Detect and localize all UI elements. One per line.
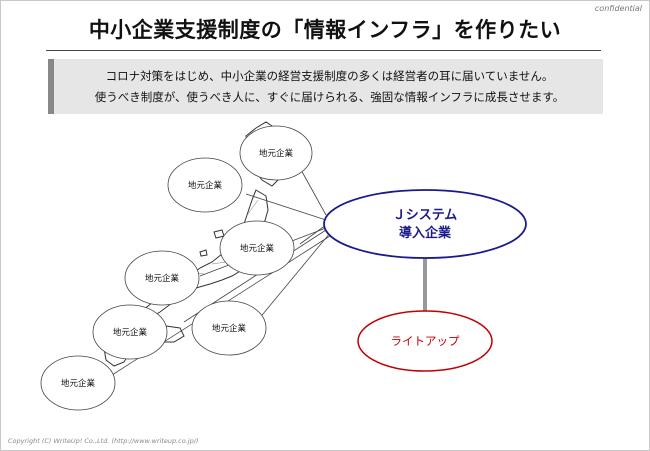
local-node-label: 地元企業 — [145, 273, 180, 284]
local-node: 地元企業 — [167, 157, 243, 213]
intro-line-1: コロナ対策をはじめ、中小企業の経営支援制度の多くは経営者の耳に届いていません。 — [105, 69, 554, 83]
connector-line — [299, 167, 327, 216]
local-node: 地元企業 — [219, 220, 295, 276]
local-nodes: 地元企業 地元企業 地元企業 地元企業 地元企業 地元企業 地元企業 — [40, 125, 313, 411]
local-node-label: 地元企業 — [188, 180, 223, 191]
target-node: ライトアップ — [357, 310, 493, 372]
target-label: ライトアップ — [391, 334, 460, 348]
connector-line — [257, 232, 331, 321]
local-node-label: 地元企業 — [113, 327, 148, 338]
title-divider — [46, 50, 601, 51]
local-node-label: 地元企業 — [259, 148, 294, 159]
hub-node: Ｊシステム 導入企業 — [323, 189, 527, 259]
hub-label-2: 導入企業 — [399, 225, 452, 241]
local-node: 地元企業 — [239, 125, 313, 181]
local-node: 地元企業 — [92, 304, 168, 360]
connector-line — [299, 224, 327, 245]
local-node-label: 地元企業 — [61, 378, 96, 389]
hub-label-1: Ｊシステム — [393, 208, 458, 223]
intro-box: コロナ対策をはじめ、中小企業の経営支援制度の多くは経営者の耳に届いていません。 … — [48, 59, 603, 114]
local-node-label: 地元企業 — [240, 243, 275, 254]
intro-line-2: 使うべき制度が、使うべき人に、すぐに届けられる、強固な情報インフラに成長させます… — [94, 90, 565, 104]
target-ellipse — [357, 310, 493, 372]
page-title: 中小企業支援制度の「情報インフラ」を作りたい — [88, 18, 562, 42]
local-node-label: 地元企業 — [212, 323, 247, 334]
hub-ellipse — [323, 189, 527, 259]
copyright-text: Copyright (C) WriteUp! Co.,Ltd. (http://… — [8, 437, 199, 445]
connector-line — [245, 193, 327, 221]
local-node: 地元企業 — [191, 300, 267, 356]
local-node: 地元企業 — [124, 250, 200, 306]
local-node: 地元企業 — [40, 355, 116, 411]
intro-accent-bar — [48, 59, 54, 114]
confidential-label: confidential — [594, 4, 642, 13]
